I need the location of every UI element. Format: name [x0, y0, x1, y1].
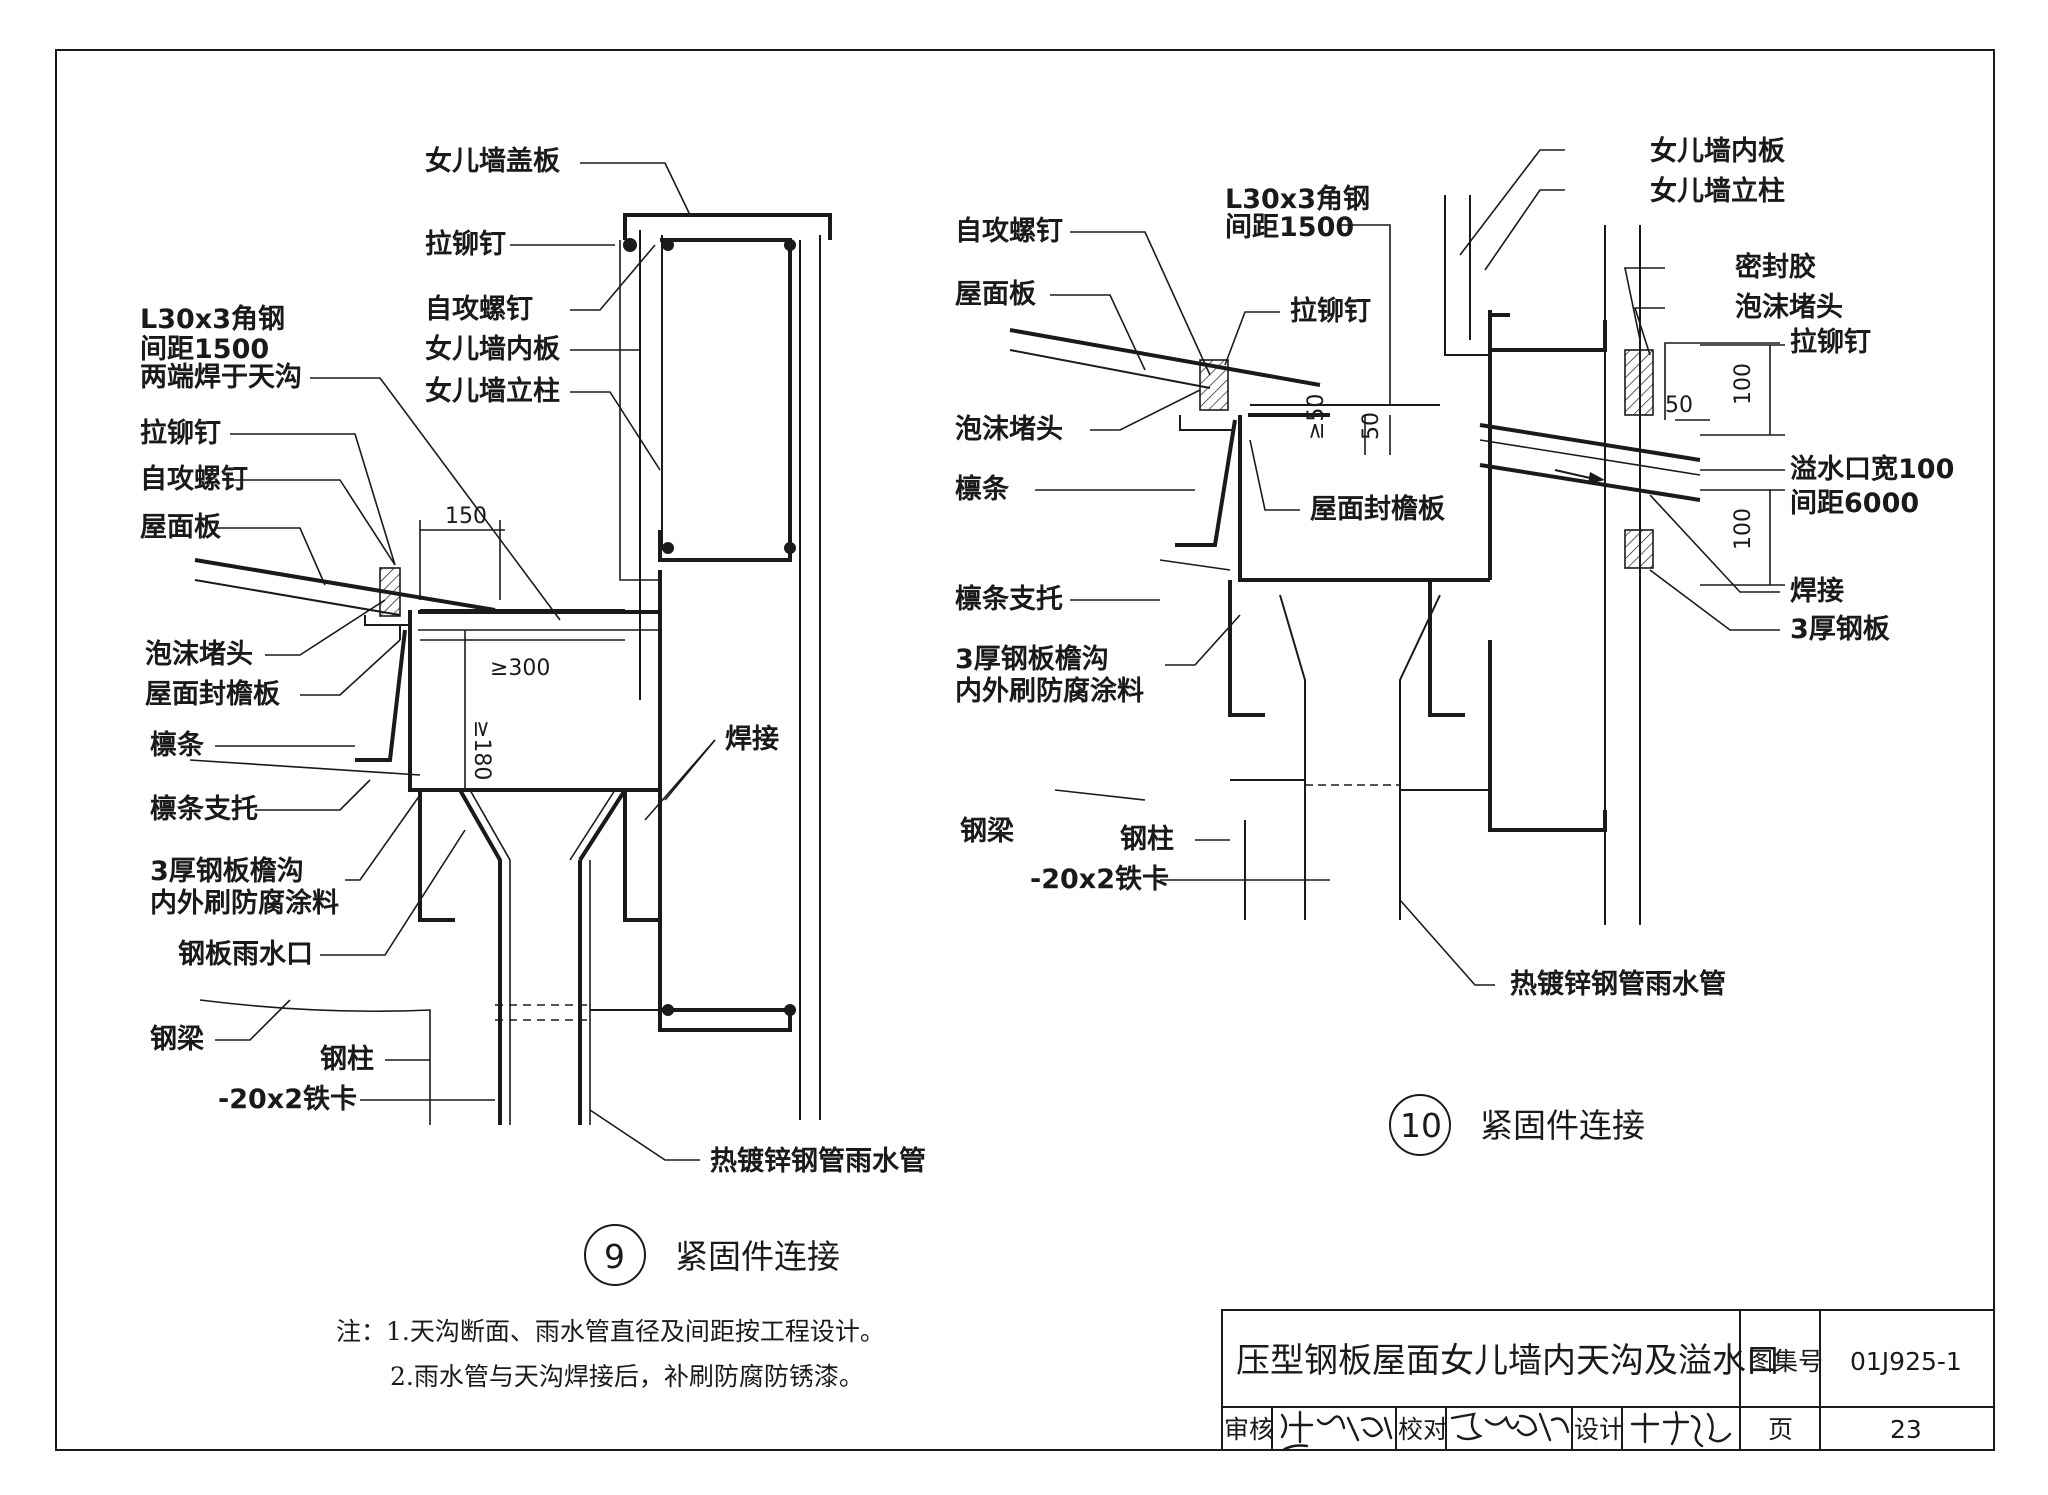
- label-10-angle-l1: L30x3角钢: [1225, 183, 1370, 215]
- detail-10-number: 10: [1400, 1106, 1442, 1145]
- label-eave-board: 屋面封檐板: [145, 678, 280, 710]
- label-angle-l2: 间距1500: [140, 334, 269, 365]
- dim-10-50a: ≥50: [1304, 394, 1329, 440]
- label-column: 钢柱: [320, 1044, 374, 1075]
- label-self-tap-top: 自攻螺钉: [425, 293, 533, 325]
- label-10-roof-panel: 屋面板: [955, 279, 1036, 310]
- label-10-column: 钢柱: [1120, 824, 1174, 855]
- label-self-tap: 自攻螺钉: [140, 463, 248, 495]
- label-10-eave-board: 屋面封檐板: [1310, 493, 1445, 525]
- label-foam-plug: 泡沫堵头: [145, 638, 253, 670]
- label-10-blind-rivet: 拉铆钉: [1290, 295, 1371, 327]
- label-parapet-post: 女儿墙立柱: [425, 375, 560, 407]
- check-label: 校对: [1398, 1415, 1448, 1444]
- label-outlet: 钢板雨水口: [178, 939, 313, 970]
- label-purlin-support: 檩条支托: [150, 793, 258, 825]
- label-10-self-tap: 自攻螺钉: [955, 215, 1063, 247]
- notes: 注：1.天沟断面、雨水管直径及间距按工程设计。 2.雨水管与天沟焊接后，补刷防腐…: [336, 1317, 885, 1391]
- label-10-parapet-post: 女儿墙立柱: [1650, 175, 1785, 207]
- dim-10-100b: 100: [1731, 508, 1756, 550]
- label-beam: 钢梁: [150, 1024, 204, 1055]
- label-downpipe: 热镀锌钢管雨水管: [710, 1146, 926, 1177]
- dim-180: ≥180: [469, 720, 494, 780]
- review-label: 审核: [1224, 1415, 1274, 1444]
- dim-300: ≥300: [490, 656, 550, 681]
- label-10-blind-rivet-r: 拉铆钉: [1790, 326, 1871, 358]
- label-10-gutter-l1: 3厚钢板檐沟: [955, 643, 1109, 675]
- label-10-foam-plug: 泡沫堵头: [955, 413, 1063, 445]
- detail-9: 女儿墙盖板 拉铆钉 自攻螺钉 女儿墙内板 女儿墙立柱 L30x3角钢 间距150…: [140, 145, 926, 1286]
- label-blind-rivet-top: 拉铆钉: [425, 228, 506, 260]
- label-angle-l1: L30x3角钢: [140, 303, 285, 335]
- dim-150: 150: [445, 504, 487, 529]
- title-block: 压型钢板屋面女儿墙内天沟及溢水口 图集号 01J925-1 审核 校对 设计 页…: [1221, 1309, 1995, 1452]
- label-roof-panel: 屋面板: [140, 512, 221, 543]
- label-parapet-cap: 女儿墙盖板: [425, 145, 560, 177]
- dim-10-100a: 100: [1731, 363, 1756, 405]
- page-number: 23: [1890, 1415, 1922, 1444]
- detail-9-number-circle: [584, 1224, 646, 1286]
- detail-9-number: 9: [604, 1237, 625, 1276]
- page-label: 页: [1768, 1415, 1793, 1444]
- detail-9-title: 紧固件连接: [675, 1237, 840, 1276]
- label-purlin: 檩条: [150, 729, 205, 761]
- label-10-foam-plug-r: 泡沫堵头: [1735, 291, 1843, 323]
- label-10-beam: 钢梁: [960, 816, 1014, 847]
- label-10-downpipe: 热镀锌钢管雨水管: [1510, 969, 1726, 1000]
- label-weld: 焊接: [725, 724, 779, 755]
- label-gutter-l1: 3厚钢板檐沟: [150, 855, 304, 887]
- label-10-parapet-inner: 女儿墙内板: [1650, 135, 1785, 167]
- checker-signature: [1450, 1412, 1570, 1442]
- label-10-clamp: -20x2铁卡: [1030, 864, 1169, 895]
- note-line-1: 注：1.天沟断面、雨水管直径及间距按工程设计。: [336, 1317, 885, 1346]
- note-line-2: 2.雨水管与天沟焊接后，补刷防腐防锈漆。: [390, 1362, 864, 1391]
- sheet-border: [55, 49, 1995, 1451]
- detail-10-title: 紧固件连接: [1480, 1106, 1645, 1145]
- label-angle-l3: 两端焊于天沟: [140, 362, 302, 393]
- label-10-angle-l2: 间距1500: [1225, 212, 1354, 243]
- label-10-overflow-l2: 间距6000: [1790, 488, 1919, 519]
- label-gutter-l2: 内外刷防腐涂料: [150, 887, 339, 919]
- label-10-gutter-l2: 内外刷防腐涂料: [955, 675, 1144, 707]
- label-10-sealant: 密封胶: [1735, 251, 1816, 283]
- detail-10-number-circle: [1389, 1094, 1451, 1156]
- design-label: 设计: [1574, 1415, 1624, 1444]
- label-10-purlin: 檩条: [955, 473, 1010, 505]
- label-parapet-inner: 女儿墙内板: [425, 333, 560, 365]
- dim-10-50b: 50: [1359, 412, 1384, 440]
- atlas-label: 图集号: [1748, 1347, 1823, 1376]
- label-blind-rivet: 拉铆钉: [140, 417, 221, 449]
- drawing-title: 压型钢板屋面女儿墙内天沟及溢水口: [1236, 1341, 1780, 1381]
- detail-10: 女儿墙内板 女儿墙立柱 L30x3角钢 间距1500 自攻螺钉 屋面板 拉铆钉 …: [955, 135, 1954, 1156]
- label-10-steel-plate: 3厚钢板: [1790, 614, 1890, 645]
- designer-signature: [1630, 1410, 1732, 1448]
- label-clamp: -20x2铁卡: [218, 1084, 357, 1115]
- atlas-number: 01J925-1: [1850, 1347, 1962, 1376]
- label-10-purlin-support: 檩条支托: [955, 583, 1063, 615]
- label-10-overflow-l1: 溢水口宽100: [1790, 453, 1954, 485]
- dim-10-50c: 50: [1665, 393, 1693, 418]
- reviewer-signature: [1280, 1410, 1393, 1452]
- label-10-weld: 焊接: [1790, 576, 1844, 607]
